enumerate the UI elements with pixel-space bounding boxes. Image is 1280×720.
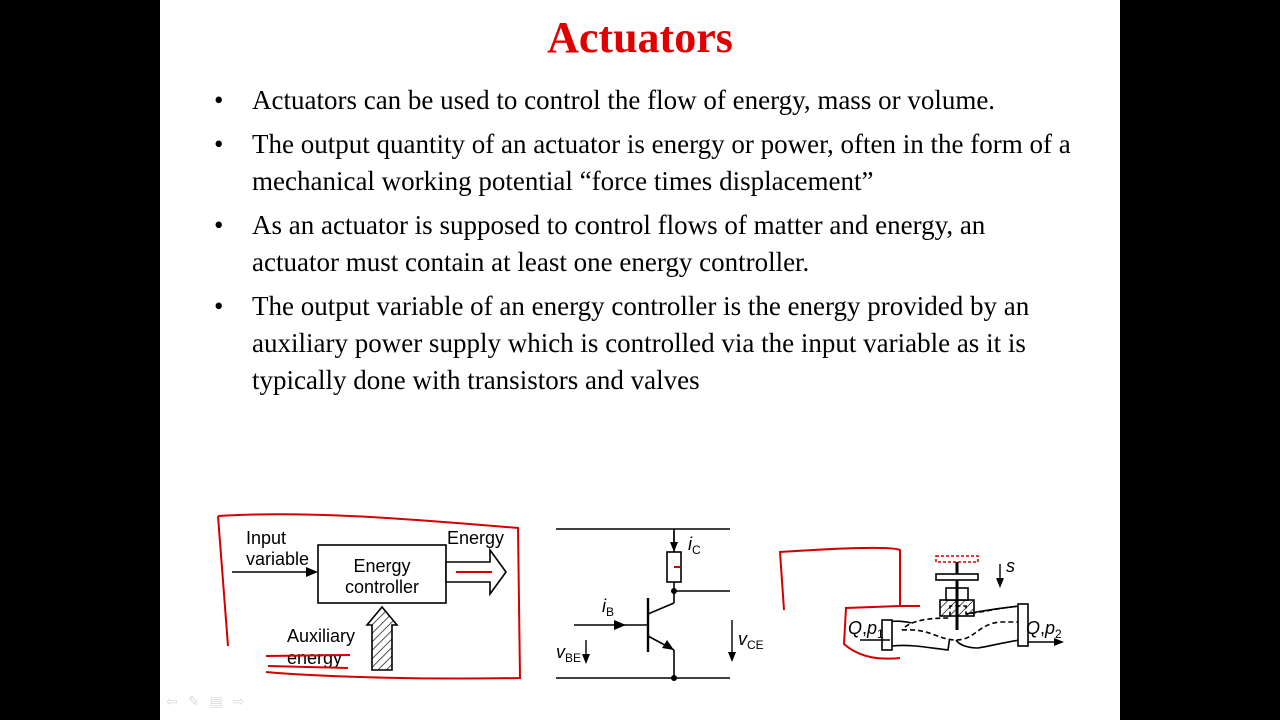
collector-node	[671, 588, 677, 594]
bullet-dot-icon: •	[214, 210, 224, 240]
energy-controller-label-2: controller	[345, 577, 419, 597]
bullet-dot-icon: •	[214, 291, 224, 321]
menu-icon[interactable]: ▤	[209, 694, 223, 710]
slide: Actuators • Actuators can be used to cont…	[160, 0, 1120, 720]
valve-flange-left	[881, 619, 893, 651]
bullet-text: As an actuator is supposed to control fl…	[252, 210, 986, 277]
aux-energy-label-1: Auxiliary	[287, 626, 355, 646]
input-variable-label-2: variable	[246, 549, 309, 569]
bullet-item: • As an actuator is supposed to control f…	[214, 207, 1074, 281]
vbe-arrow-head	[582, 654, 590, 664]
energy-controller-diagram: Energy controller Input variable Energy …	[217, 513, 522, 680]
bullet-dot-icon: •	[214, 129, 224, 159]
outlet-flow-label: Q,p2	[1026, 618, 1062, 641]
valve-handwheel	[935, 573, 979, 581]
collector-leg	[647, 602, 675, 615]
valve-handwheel-open	[935, 555, 979, 563]
vbe-label: vBE	[556, 642, 581, 665]
energy-controller-label-1: Energy	[353, 556, 410, 576]
valve-body-right	[955, 605, 1021, 649]
slide-title: Actuators	[547, 13, 733, 62]
outlet-arrow-head	[1054, 638, 1064, 646]
valve-flange-right	[1017, 603, 1029, 647]
collector-current-label: iC	[688, 534, 701, 557]
pen-icon[interactable]: ✎	[187, 694, 200, 710]
transistor-diagram: iC iB vCE vBE	[556, 528, 764, 681]
red-annotation-frame	[217, 513, 522, 680]
red-valve-annotation	[778, 546, 901, 660]
bullet-text: The output variable of an energy control…	[252, 291, 1030, 395]
diagrams-svg: Energy controller Input variable Energy …	[217, 513, 1064, 681]
diagram-area: Energy controller Input variable Energy …	[160, 480, 1120, 720]
input-variable-label-1: Input	[246, 528, 286, 548]
collector-current-arrow-head	[670, 542, 678, 552]
slideshow-nav: ⇦ ✎ ▤ ⇨	[166, 694, 244, 712]
bullet-item: • Actuators can be used to control the fl…	[214, 82, 1074, 119]
vce-arrow-head	[728, 652, 736, 662]
red-underline	[265, 654, 351, 669]
emitter-arrow	[662, 640, 674, 650]
output-energy-label: Energy	[447, 528, 504, 548]
valve-diagram: s Q,p1 Q,p2	[778, 546, 1064, 660]
base-current-label: iB	[602, 596, 614, 619]
base-current-arrow	[614, 620, 626, 630]
aux-energy-arrow	[365, 605, 399, 671]
input-arrow-head	[306, 567, 318, 577]
bullet-dot-icon: •	[214, 85, 224, 115]
energy-controller-box	[317, 544, 447, 604]
stroke-arrow-head	[996, 578, 1004, 588]
back-arrow-icon[interactable]: ⇦	[166, 694, 178, 710]
aux-energy-label-2: energy	[287, 648, 342, 668]
emitter-node	[671, 675, 677, 681]
bullet-list: • Actuators can be used to control the fl…	[214, 82, 1074, 406]
vce-label: vCE	[738, 629, 764, 652]
bullet-text: The output quantity of an actuator is en…	[252, 129, 1071, 196]
inlet-flow-label: Q,p1	[848, 618, 884, 641]
bullet-text: Actuators can be used to control the flo…	[252, 85, 996, 115]
bullet-item: • The output variable of an energy contro…	[214, 288, 1074, 399]
bullet-item: • The output quantity of an actuator is e…	[214, 126, 1074, 200]
forward-arrow-icon[interactable]: ⇨	[232, 694, 245, 710]
stroke-label: s	[1006, 556, 1015, 576]
